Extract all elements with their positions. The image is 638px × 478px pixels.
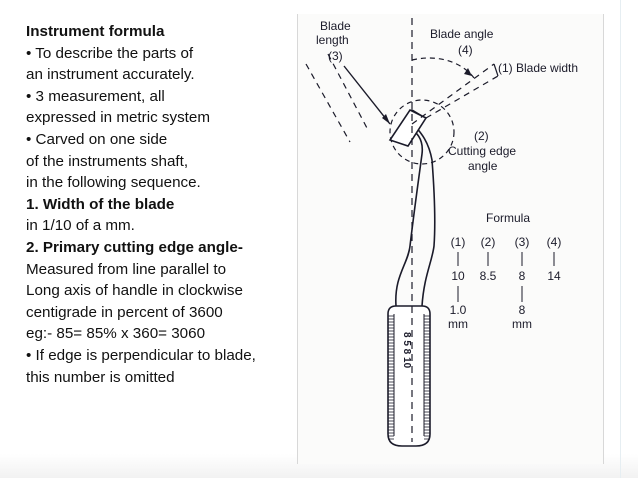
blade-length-arrowhead — [382, 114, 390, 124]
instrument-diagram: Blade length (3) Blade angle (4) (1) Bla… — [305, 18, 578, 447]
slide-text-line: eg:- 85= 85% x 360= 3060 — [26, 325, 206, 343]
formula-header: (4) — [547, 235, 562, 249]
formula-value: 10 — [451, 269, 465, 283]
formula-header: (3) — [515, 235, 530, 249]
slide-text-line: 2. Primary cutting edge angle- — [26, 238, 243, 256]
formula-unit-label: mm — [448, 317, 468, 331]
formula-header: (1) — [451, 235, 466, 249]
blade-angle-marks — [411, 57, 499, 125]
formula-title: Formula — [486, 211, 530, 225]
slide-text-line: Instrument formula — [26, 23, 165, 40]
slide-text-line: 1. Width of the blade — [26, 195, 175, 213]
blade-length-number: (3) — [328, 49, 343, 63]
formula-header: (2) — [481, 235, 496, 249]
slide-text-line: • Carved on one side — [26, 130, 168, 148]
handle-grip-right — [424, 315, 430, 440]
formula-unit-value: 8 — [519, 303, 526, 317]
slide-text-line: • 3 measurement, all — [26, 87, 165, 105]
slide-text-line: centigrade in percent of 3600 — [26, 303, 223, 321]
slide-text-line: in the following sequence. — [26, 174, 201, 192]
blade-length-label: Blade — [320, 19, 351, 33]
slide-decoration-line — [620, 0, 621, 478]
cutting-edge-label: Cutting edge — [448, 144, 516, 158]
shaft-engraving: 8 5 8 10 — [401, 332, 412, 369]
cutting-edge-number: (2) — [474, 129, 489, 143]
slide-text-line: expressed in metric system — [26, 109, 210, 127]
slide-text-line: in 1/10 of a mm. — [26, 217, 135, 235]
blade-width-label: (1) Blade width — [498, 61, 578, 75]
blade-length-arrow — [343, 65, 391, 125]
slide-text-line: Long axis of handle in clockwise — [26, 282, 243, 300]
formula-unit-label: mm — [512, 317, 532, 331]
instrument-handle — [387, 305, 431, 447]
formula-value: 8 — [519, 269, 526, 283]
slide-text-line: • If edge is perpendicular to blade, — [26, 346, 256, 364]
instrument-figure: Blade length (3) Blade angle (4) (1) Bla… — [297, 14, 604, 464]
slide-text-line: this number is omitted — [26, 368, 175, 386]
formula-unit-value: 1.0 — [450, 303, 467, 317]
cutting-edge-circle — [389, 99, 455, 165]
cutting-edge-label-2: angle — [468, 159, 498, 173]
slide-text-panel: Instrument formula • To describe the part… — [26, 21, 298, 388]
slide-text-line: • To describe the parts of — [26, 44, 194, 62]
slide-text-line: of the instruments shaft, — [26, 152, 189, 170]
slide-text-line: Measured from line parallel to — [26, 260, 227, 278]
blade-angle-label: Blade angle — [430, 27, 494, 41]
formula-value: 14 — [547, 269, 561, 283]
slide-text-line: an instrument accurately. — [26, 66, 195, 84]
blade-angle-arrowhead — [464, 68, 472, 76]
blade-length-lines — [305, 53, 369, 143]
formula-value: 8.5 — [480, 269, 497, 283]
blade-length-label-2: length — [316, 33, 349, 47]
blade-angle-number: (4) — [458, 43, 473, 57]
handle-grip-left — [388, 315, 394, 440]
